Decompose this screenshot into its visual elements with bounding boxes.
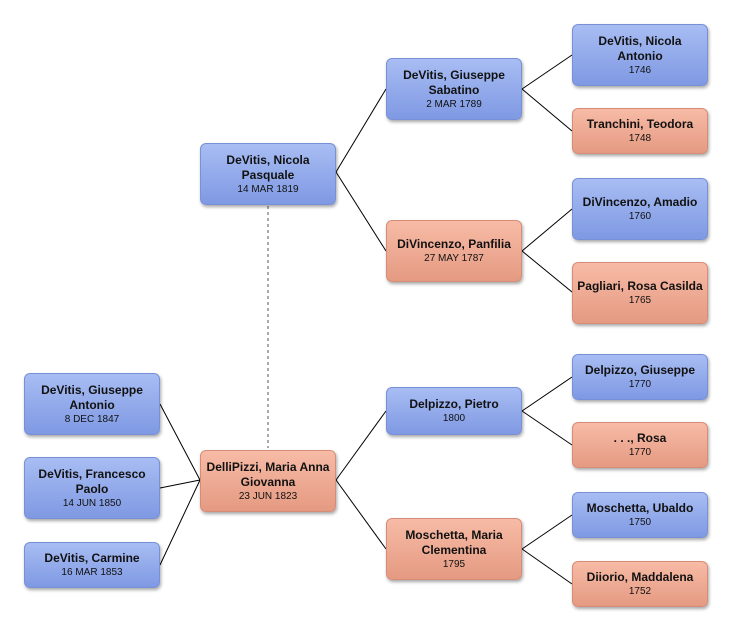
person-name: . . ., Rosa [613, 431, 667, 445]
person-date: 1795 [442, 558, 466, 570]
person-name: Delpizzo, Giuseppe [584, 363, 695, 377]
person-name: DiVincenzo, Panfilia [397, 237, 511, 251]
parent-line [335, 410, 387, 481]
parent-line [521, 410, 573, 446]
person-name: DeVitis, Giuseppe Sabatino [403, 67, 505, 97]
person-date: 23 JUN 1823 [238, 490, 298, 502]
person-card-giuseppe-antonio[interactable]: DeVitis, Giuseppe Antonio 8 DEC 1847 [24, 373, 160, 435]
person-name: DiVincenzo, Amadio [582, 195, 698, 209]
person-name: Pagliari, Rosa Casilda [577, 279, 703, 293]
person-name: DeVitis, Carmine [44, 551, 140, 565]
parent-line [335, 479, 387, 550]
person-card-teodora[interactable]: Tranchini, Teodora 1748 [572, 108, 708, 154]
person-name: Tranchini, Teodora [586, 117, 694, 131]
person-date: 14 MAR 1819 [237, 183, 299, 195]
parent-line [521, 548, 573, 585]
person-date: 1760 [628, 211, 652, 222]
person-card-maddalena[interactable]: Diiorio, Maddalena 1752 [572, 561, 708, 607]
person-card-rosa-casilda[interactable]: Pagliari, Rosa Casilda 1765 [572, 262, 708, 324]
person-date: 27 MAY 1787 [424, 253, 484, 264]
person-card-rosa[interactable]: . . ., Rosa 1770 [572, 422, 708, 468]
person-name: DeVitis, Nicola Pasquale [226, 152, 310, 182]
person-card-giuseppe-sabatino[interactable]: DeVitis, Giuseppe Sabatino 2 MAR 1789 [386, 58, 522, 120]
person-date: 1800 [442, 413, 466, 424]
person-date: 1765 [628, 295, 652, 306]
person-date: 1770 [628, 447, 652, 458]
parent-line [521, 88, 573, 132]
parent-line [335, 171, 387, 252]
person-card-ubaldo[interactable]: Moschetta, Ubaldo 1750 [572, 492, 708, 538]
parent-line [521, 514, 573, 550]
child-line [159, 479, 201, 489]
person-card-amadio[interactable]: DiVincenzo, Amadio 1760 [572, 178, 708, 240]
person-date: 14 JUN 1850 [62, 497, 122, 509]
person-name: Diiorio, Maddalena [586, 570, 694, 584]
person-date: 1746 [628, 64, 652, 76]
person-date: 16 MAR 1853 [61, 567, 123, 578]
child-line [159, 403, 201, 481]
parent-line [521, 376, 573, 412]
person-date: 1750 [628, 517, 652, 528]
person-card-nicola-antonio[interactable]: DeVitis, Nicola Antonio 1746 [572, 24, 708, 86]
person-name: DeVitis, Francesco Paolo [38, 466, 146, 496]
person-date: 1752 [628, 586, 652, 597]
person-date: 8 DEC 1847 [64, 413, 120, 425]
person-name: Delpizzo, Pietro [409, 397, 499, 411]
person-name: Moschetta, Ubaldo [586, 501, 694, 515]
person-name: DeVitis, Nicola Antonio [598, 33, 682, 63]
parent-line [521, 208, 573, 252]
person-card-pietro[interactable]: Delpizzo, Pietro 1800 [386, 387, 522, 435]
person-date: 1748 [628, 133, 652, 144]
person-card-nicola-pasquale[interactable]: DeVitis, Nicola Pasquale 14 MAR 1819 [200, 143, 336, 205]
person-card-carmine[interactable]: DeVitis, Carmine 16 MAR 1853 [24, 542, 160, 588]
person-name: DeVitis, Giuseppe Antonio [41, 382, 143, 412]
person-name: DelliPizzi, Maria Anna Giovanna [206, 459, 330, 489]
parent-line [521, 250, 573, 293]
person-date: 2 MAR 1789 [426, 98, 482, 110]
person-name: Moschetta, Maria Clementina [405, 527, 503, 557]
person-card-maria-clementina[interactable]: Moschetta, Maria Clementina 1795 [386, 518, 522, 580]
parent-line [521, 54, 573, 90]
person-card-maria-anna[interactable]: DelliPizzi, Maria Anna Giovanna 23 JUN 1… [200, 450, 336, 512]
person-card-giuseppe-delpizzo[interactable]: Delpizzo, Giuseppe 1770 [572, 354, 708, 400]
person-card-panfilia[interactable]: DiVincenzo, Panfilia 27 MAY 1787 [386, 220, 522, 282]
parent-line [335, 88, 387, 173]
person-date: 1770 [628, 379, 652, 390]
person-card-francesco-paolo[interactable]: DeVitis, Francesco Paolo 14 JUN 1850 [24, 457, 160, 519]
child-line [159, 479, 201, 566]
